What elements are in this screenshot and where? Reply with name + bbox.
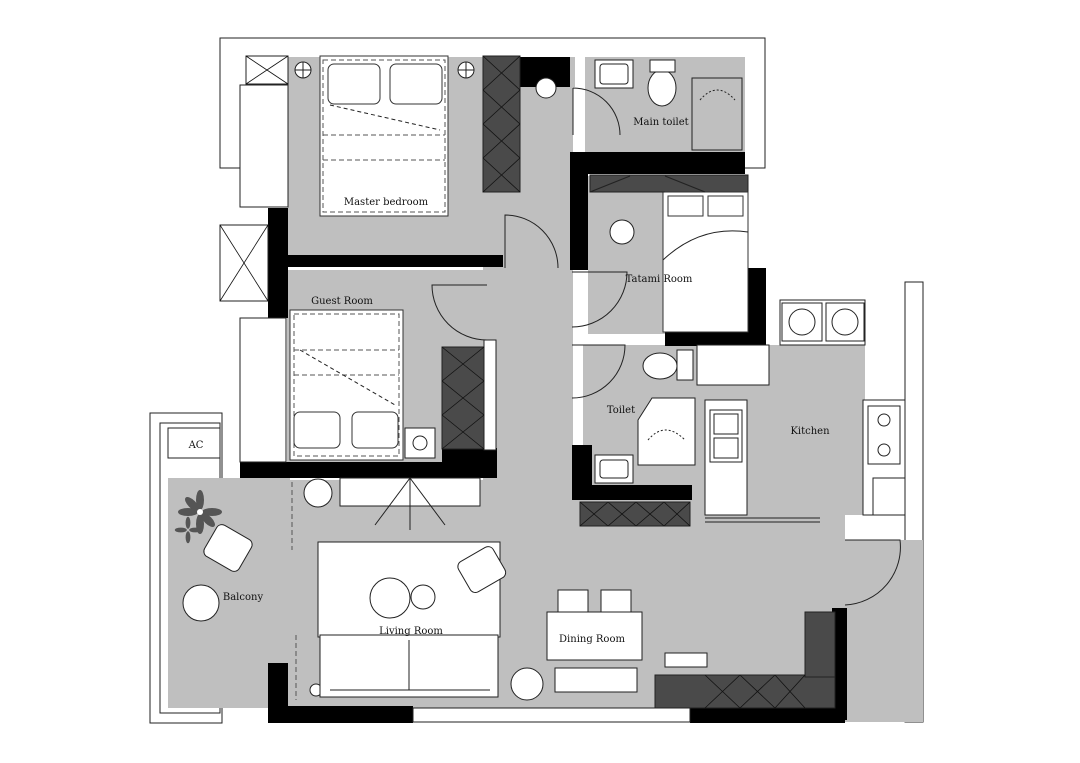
label-living-room: Living Room [379,626,443,637]
cabinet-toilet-bottom [579,501,691,527]
main-toilet-fixtures [594,59,743,151]
wardrobe-master [482,55,521,193]
plant-icon [178,490,222,534]
cabinet-dining [654,611,836,709]
label-balcony: Balcony [223,592,264,603]
duct-box [219,55,289,302]
guest-bed [289,309,404,461]
tatami-bed [589,175,749,333]
doors [374,87,901,606]
label-dining-room: Dining Room [559,634,625,645]
walls [240,57,847,723]
master-bed [319,55,449,217]
label-ac: AC [188,440,204,451]
lamps [294,61,635,701]
kitchen-fixtures [709,302,906,516]
label-kitchen: Kitchen [790,426,830,437]
label-main-toilet: Main toilet [633,117,688,128]
balcony-items [167,427,297,700]
toilet-fixtures [594,349,696,484]
label-master-bedroom: Master bedroom [344,197,429,208]
label-tatami-room: Tatami Room [626,274,693,285]
wardrobe-guest [441,346,485,450]
plant-icon [174,516,202,544]
dining-furniture [546,589,708,693]
living-furniture [317,541,507,698]
label-guest-room: Guest Room [311,296,373,307]
label-toilet: Toilet [607,405,635,416]
